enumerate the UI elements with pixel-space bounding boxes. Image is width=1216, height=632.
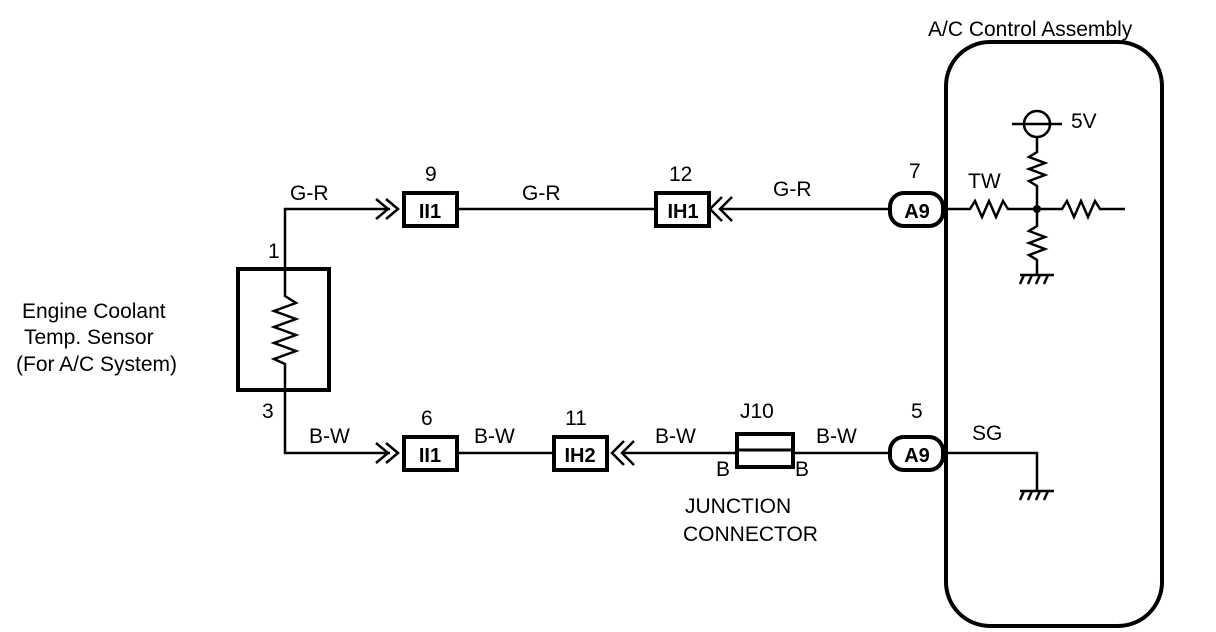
connector-pin: 9	[425, 163, 437, 186]
connector-pin: 12	[669, 163, 692, 186]
sg-label: SG	[972, 422, 1002, 445]
wire-color-label: G-R	[522, 182, 561, 205]
supply-label: 5V	[1071, 110, 1097, 133]
connector-label: A9	[904, 201, 930, 223]
wire-color-label: B-W	[816, 425, 857, 448]
top-wire-gr: G-R G-R G-R II1 9 IH1 12 A9 7	[283, 160, 945, 269]
junction-pin-left: B	[716, 458, 730, 481]
wire-color-label: G-R	[290, 182, 329, 205]
connector-ih1: IH1 12	[654, 163, 711, 228]
junction-connector-j10: J10 B B JUNCTION CONNECTOR	[683, 400, 818, 546]
sensor-label-line3: (For A/C System)	[16, 353, 177, 376]
tw-circuit: 5V TW	[943, 109, 1125, 285]
wire-color-label: B-W	[309, 425, 350, 448]
ecu-title: A/C Control Assembly	[928, 18, 1133, 41]
tw-label: TW	[968, 170, 1001, 193]
bottom-wire-bw: B-W B-W B-W B-W II1 6 IH2 11 J10 B B JUN…	[283, 390, 945, 546]
coolant-temp-sensor: 1 3 Engine Coolant Temp. Sensor (For A/C…	[16, 240, 331, 423]
sensor-label-line1: Engine Coolant	[22, 300, 166, 323]
wire-color-label: B-W	[655, 425, 696, 448]
connector-ii1-bottom: II1 6	[402, 407, 459, 472]
ac-control-assembly: A/C Control Assembly	[928, 18, 1164, 628]
connector-label: II1	[419, 445, 441, 467]
sensor-label-line2: Temp. Sensor	[24, 326, 154, 349]
sensor-pin-bottom: 3	[262, 400, 274, 423]
junction-caption-line1: JUNCTION	[685, 495, 791, 518]
connector-label: A9	[904, 445, 930, 467]
sg-circuit: SG	[943, 422, 1054, 501]
connector-ii1-top: II1 9	[402, 163, 459, 228]
connector-pin: 5	[911, 400, 923, 423]
junction-caption-line2: CONNECTOR	[683, 523, 818, 546]
wire-color-label: G-R	[773, 178, 812, 201]
connector-pin: 6	[421, 407, 433, 430]
sensor-pin-top: 1	[268, 240, 280, 263]
connector-pin: 11	[565, 407, 587, 430]
connector-ih2: IH2 11	[552, 407, 609, 472]
junction-dot	[1033, 205, 1041, 213]
junction-pin-right: B	[795, 458, 809, 481]
wire-color-label: B-W	[474, 425, 515, 448]
connector-label: II1	[419, 201, 441, 223]
connector-label: IH1	[667, 201, 698, 223]
connector-a9-top: A9 7	[888, 160, 945, 228]
junction-id: J10	[740, 400, 774, 423]
connector-a9-bottom: A9 5	[888, 400, 945, 472]
connector-pin: 7	[909, 160, 921, 183]
connector-label: IH2	[564, 445, 595, 467]
